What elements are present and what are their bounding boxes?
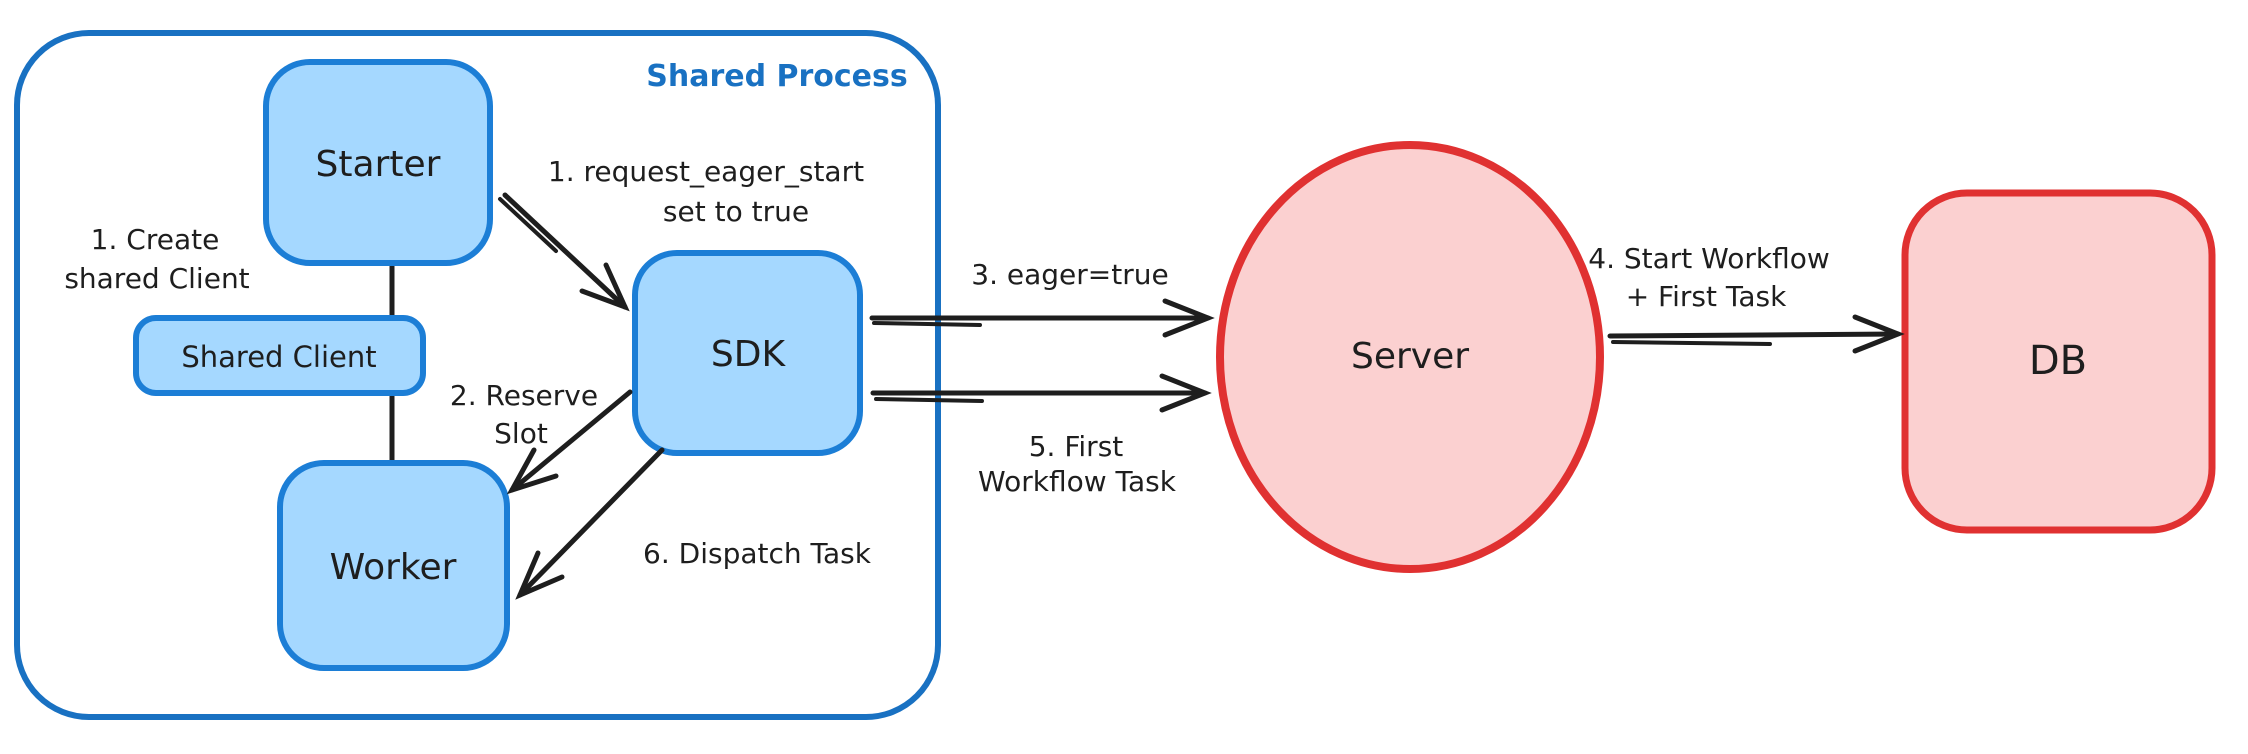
annotation-line: Workflow Task bbox=[978, 465, 1177, 498]
sketch-overstroke bbox=[874, 397, 984, 403]
arrow-starter-to-sdk bbox=[498, 192, 630, 312]
annotation-line: Slot bbox=[494, 417, 548, 450]
arrowhead bbox=[515, 550, 565, 600]
sdk-label: SDK bbox=[711, 334, 787, 375]
annotation-create-shared-client: 1. Create shared Client bbox=[64, 223, 249, 295]
annotation-line: 1. Create bbox=[91, 223, 220, 256]
annotation-eager-true: 3. eager=true bbox=[971, 258, 1168, 291]
annotation-first-workflow-task: 5. First Workflow Task bbox=[978, 430, 1177, 498]
shared-process-border bbox=[14, 30, 941, 720]
arrowhead bbox=[1159, 373, 1212, 413]
annotation-line: 4. Start Workflow bbox=[1588, 242, 1830, 275]
arrow-sdk-to-worker-reserve bbox=[506, 389, 633, 495]
server-label: Server bbox=[1351, 336, 1469, 377]
worker-box bbox=[277, 460, 510, 671]
arrowhead bbox=[1162, 298, 1215, 338]
arrowhead bbox=[579, 262, 630, 312]
server-circle bbox=[1216, 141, 1604, 573]
annotation-line: 1. request_eager_start bbox=[548, 155, 864, 188]
annotation-line: set to true bbox=[663, 195, 809, 228]
shared-process-container: Shared Process bbox=[14, 30, 941, 720]
annotation-request-eager-start: 1. request_eager_start set to true bbox=[548, 155, 864, 228]
starter-label: Starter bbox=[316, 144, 441, 185]
node-starter: Starter bbox=[263, 59, 493, 266]
annotation-reserve-slot: 2. Reserve Slot bbox=[450, 379, 598, 450]
node-db: DB bbox=[1901, 189, 2216, 534]
shared-client-box bbox=[133, 315, 426, 396]
sketch-overstroke bbox=[872, 321, 982, 327]
db-box bbox=[1901, 189, 2216, 534]
arrowhead bbox=[1852, 314, 1905, 354]
sketch-overstroke bbox=[498, 197, 558, 253]
annotation-line: 5. First bbox=[1029, 430, 1124, 463]
annotation-line: shared Client bbox=[64, 262, 249, 295]
arrow-sdk-to-worker-dispatch bbox=[515, 447, 665, 600]
sketch-overstroke bbox=[1611, 340, 1772, 346]
db-label: DB bbox=[2029, 338, 2087, 384]
annotation-line: 3. eager=true bbox=[971, 258, 1168, 291]
sdk-box bbox=[632, 250, 863, 456]
arrow-sdk-to-server-first-task bbox=[870, 373, 1212, 413]
arrow-server-to-db bbox=[1607, 314, 1905, 354]
starter-box bbox=[263, 59, 493, 266]
arrow-sdk-to-server-eager bbox=[869, 298, 1215, 338]
annotation-line: 6. Dispatch Task bbox=[643, 537, 872, 570]
annotation-dispatch-task: 6. Dispatch Task bbox=[643, 537, 872, 570]
node-shared-client: Shared Client bbox=[133, 315, 426, 396]
shared-client-label: Shared Client bbox=[181, 340, 376, 374]
arrowhead bbox=[506, 447, 559, 495]
worker-label: Worker bbox=[330, 547, 457, 588]
annotation-line: 2. Reserve bbox=[450, 379, 598, 412]
node-worker: Worker bbox=[277, 460, 510, 671]
annotation-start-workflow: 4. Start Workflow + First Task bbox=[1588, 242, 1830, 313]
node-server: Server bbox=[1216, 141, 1604, 573]
annotation-line: + First Task bbox=[1626, 280, 1787, 313]
node-sdk: SDK bbox=[632, 250, 863, 456]
shared-process-label: Shared Process bbox=[646, 59, 908, 94]
